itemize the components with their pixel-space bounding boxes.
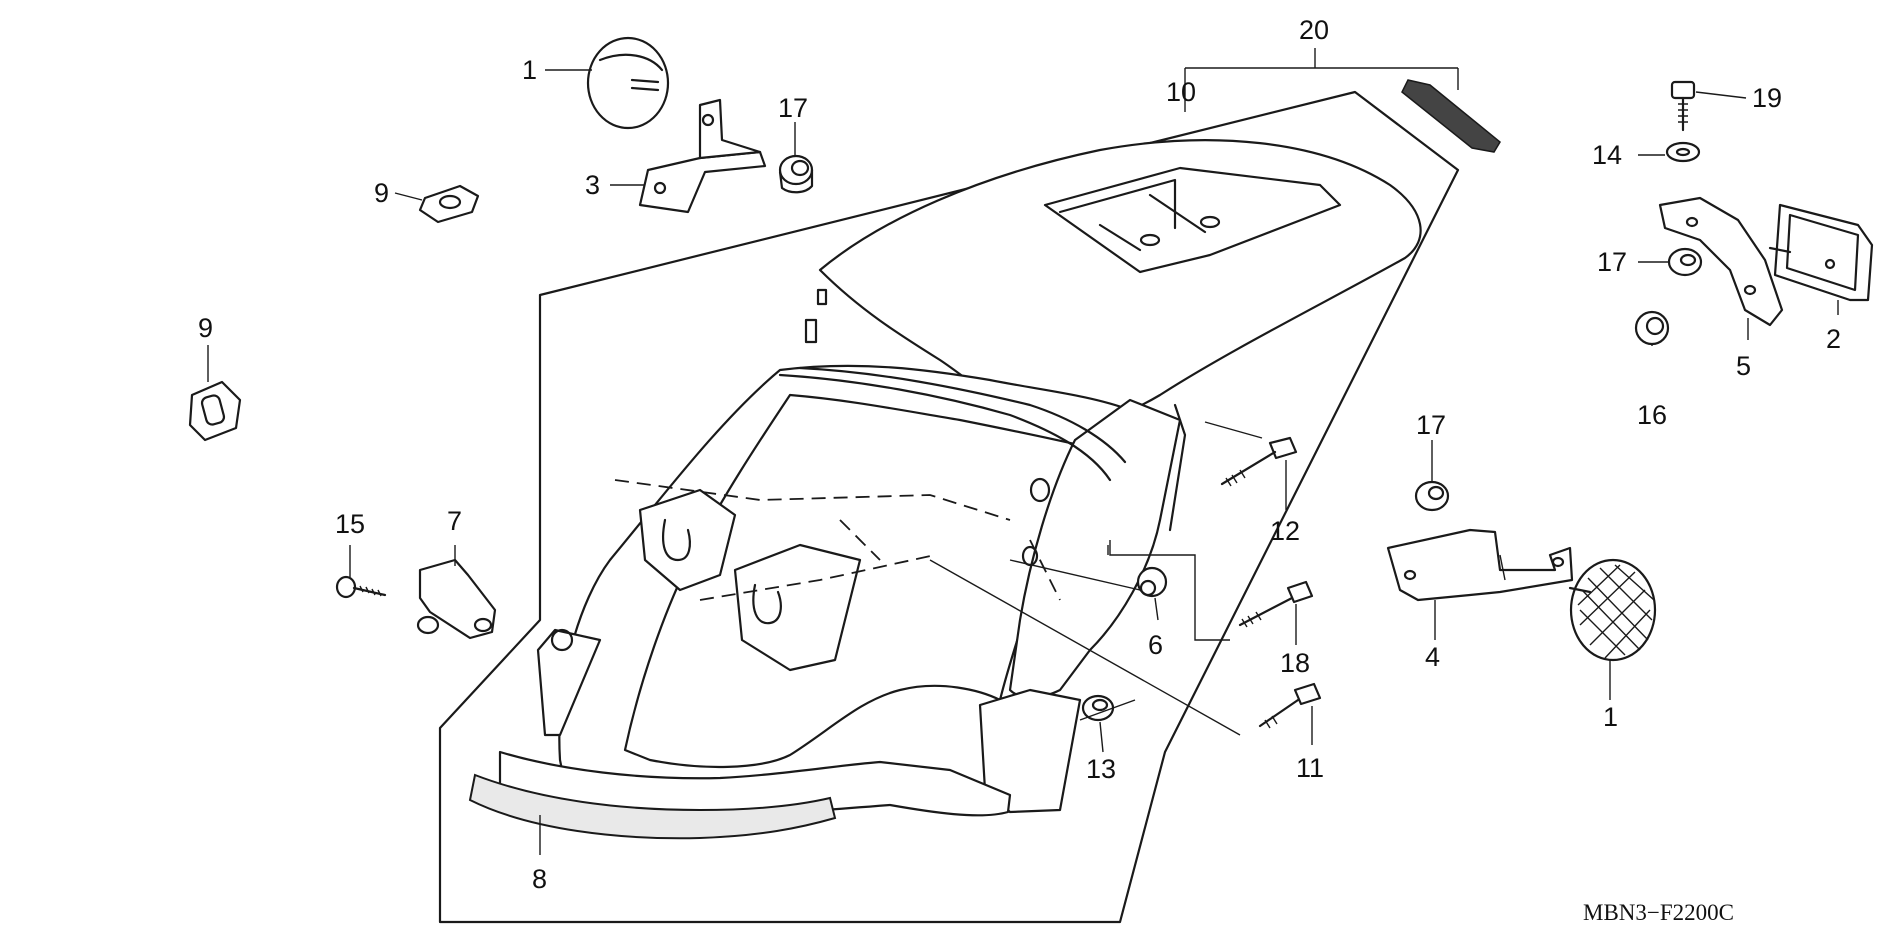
part-2-reflector — [1768, 203, 1874, 302]
part-15-screw — [335, 575, 387, 599]
part-7-bracket — [416, 558, 497, 640]
label-10: 10 — [1166, 77, 1196, 107]
label-17-top: 17 — [778, 93, 808, 123]
label-15: 15 — [335, 509, 365, 539]
label-9-top: 9 — [374, 178, 389, 208]
label-4: 4 — [1425, 642, 1440, 672]
label-11: 11 — [1296, 753, 1324, 783]
part-3-bracket — [638, 98, 767, 214]
part-4-bracket — [1386, 528, 1574, 602]
part-19-bolt — [1670, 80, 1696, 132]
part-17-nut-mid — [1414, 480, 1450, 512]
label-18: 18 — [1280, 648, 1310, 678]
label-17-mid: 17 — [1416, 410, 1446, 440]
part-1-reflector-right — [1568, 558, 1657, 662]
part-9-clip-top — [418, 184, 480, 224]
label-1-top: 1 — [522, 55, 537, 85]
part-labels: 1 1 2 3 4 5 6 7 8 9 9 10 11 12 13 14 15 … — [198, 15, 1841, 894]
part-12-bolt — [1220, 436, 1298, 487]
part-17-nut-top — [778, 154, 814, 194]
leader-lines — [207, 69, 1839, 855]
bolt-bracket-lines — [929, 421, 1506, 736]
assembly-outline — [438, 48, 1460, 924]
part-1-reflector-top — [586, 36, 670, 130]
label-16: 16 — [1637, 400, 1667, 430]
label-12: 12 — [1270, 516, 1300, 546]
part-11-bolt — [1258, 682, 1322, 729]
label-20: 20 — [1299, 15, 1329, 45]
label-8: 8 — [532, 864, 547, 894]
part-5-bracket — [1658, 196, 1784, 327]
label-6: 6 — [1148, 630, 1163, 660]
part-17-nut-right — [1667, 247, 1703, 277]
label-13: 13 — [1086, 754, 1116, 784]
part-16-nut — [1634, 310, 1670, 346]
label-14: 14 — [1592, 140, 1622, 170]
part-8-strip — [468, 773, 837, 840]
diagram-code: MBN3−F2200C — [1583, 900, 1734, 925]
label-1-right: 1 — [1603, 702, 1618, 732]
label-9-left: 9 — [198, 313, 213, 343]
label-19: 19 — [1752, 83, 1782, 113]
label-7: 7 — [447, 506, 462, 536]
label-17-right: 17 — [1597, 247, 1627, 277]
part-6-nut — [1136, 566, 1168, 598]
part-9-grommet-left — [188, 380, 242, 442]
rear-fender-body — [498, 139, 1422, 839]
label-3: 3 — [585, 170, 600, 200]
part-18-bolt — [1238, 580, 1314, 628]
part-13-nut — [1081, 694, 1115, 722]
label-5: 5 — [1736, 351, 1751, 381]
label-2: 2 — [1826, 324, 1841, 354]
part-14-washer — [1665, 141, 1701, 163]
part-20-emblem — [1401, 79, 1501, 153]
